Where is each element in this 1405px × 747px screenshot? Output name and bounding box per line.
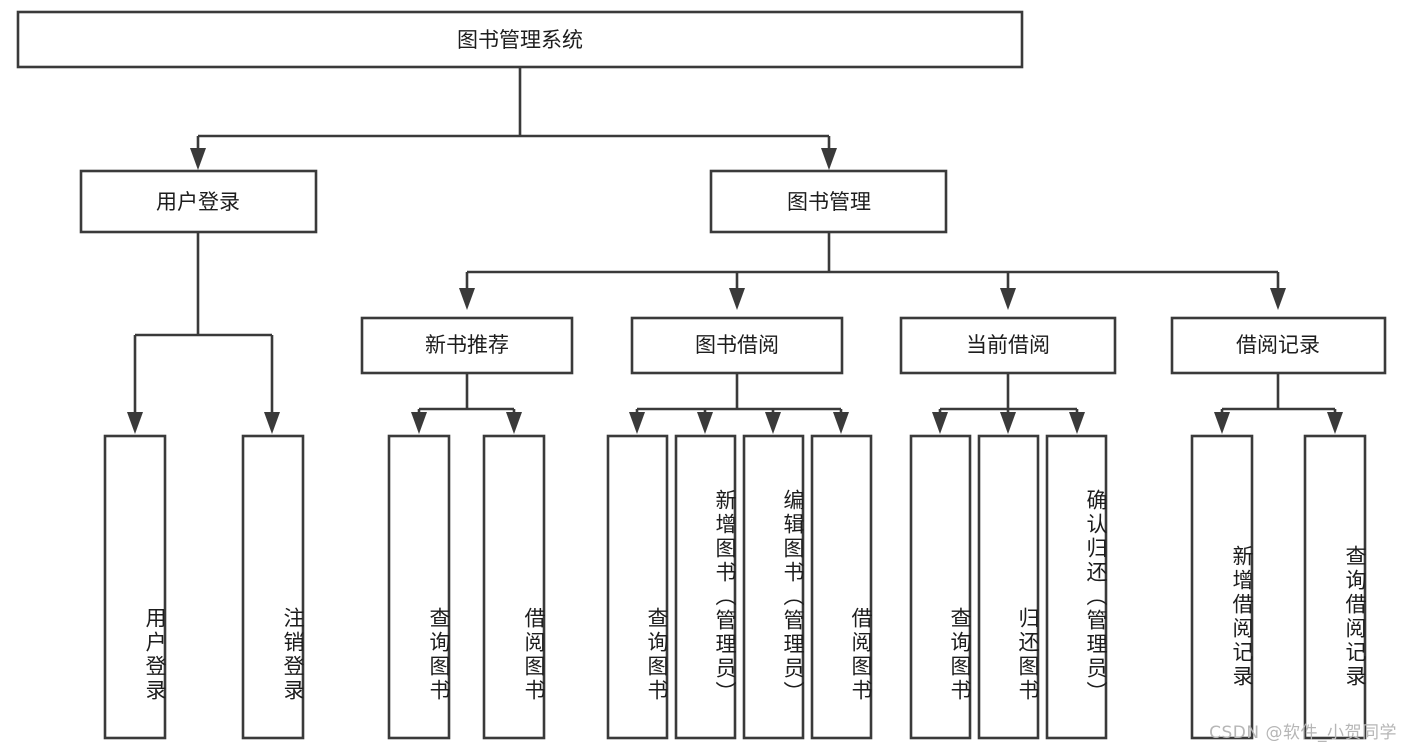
node-user-login[interactable]: 用户登录 bbox=[79, 169, 318, 234]
arrow-icon-leaf-user-login-2 bbox=[264, 412, 280, 434]
arrow-icon-leaf-current-borrow-3 bbox=[1069, 412, 1085, 434]
arrow-icon-to-book-mgmt bbox=[821, 148, 837, 170]
arrow-icon-to-current-borrow bbox=[1000, 288, 1016, 310]
node-book-borrow-label: 图书借阅 bbox=[695, 333, 779, 357]
arrow-icon-leaf-current-borrow-2 bbox=[1000, 412, 1016, 434]
node-current-borrow-label: 当前借阅 bbox=[966, 333, 1050, 357]
arrow-icon-leaf-book-borrow-2 bbox=[697, 412, 713, 434]
arrow-icon-to-borrow-record bbox=[1270, 288, 1286, 310]
node-root[interactable]: 图书管理系统 bbox=[16, 10, 1024, 69]
leaf-box-user-login-2[interactable] bbox=[241, 434, 305, 740]
arrow-icon-leaf-book-borrow-4 bbox=[833, 412, 849, 434]
connector-layer bbox=[127, 67, 1343, 434]
arrow-icon-to-new-book bbox=[459, 288, 475, 310]
arrow-icon-leaf-borrow-record-2 bbox=[1327, 412, 1343, 434]
node-book-borrow-box[interactable] bbox=[630, 316, 844, 375]
node-book-management-label: 图书管理 bbox=[787, 190, 871, 214]
arrow-icon-leaf-new-book-1 bbox=[411, 412, 427, 434]
node-user-login-label: 用户登录 bbox=[156, 190, 240, 214]
node-book-borrow[interactable]: 图书借阅 bbox=[630, 316, 844, 375]
arrow-icon-to-book-borrow bbox=[729, 288, 745, 310]
leaf-box-borrow-record-2[interactable] bbox=[1303, 434, 1367, 740]
leaf-box-book-borrow-2[interactable] bbox=[674, 434, 737, 740]
arrow-icon-leaf-user-login-1 bbox=[127, 412, 143, 434]
leaf-box-book-borrow-3[interactable] bbox=[742, 434, 805, 740]
node-root-label: 图书管理系统 bbox=[457, 28, 583, 52]
leaf-box-book-borrow-4[interactable] bbox=[810, 434, 873, 740]
node-current-borrow-box[interactable] bbox=[899, 316, 1117, 375]
node-book-management[interactable]: 图书管理 bbox=[709, 169, 948, 234]
node-borrow-record-box[interactable] bbox=[1170, 316, 1387, 375]
watermark-text: CSDN @软件_小贺同学 bbox=[1209, 723, 1397, 743]
leaf-box-current-borrow-1[interactable] bbox=[909, 434, 972, 740]
arrow-icon-leaf-current-borrow-1 bbox=[932, 412, 948, 434]
node-new-book-recommend[interactable]: 新书推荐 bbox=[360, 316, 574, 375]
arrow-icon-leaf-book-borrow-3 bbox=[765, 412, 781, 434]
leaf-box-new-book-2[interactable] bbox=[482, 434, 546, 740]
leaf-box-user-login-1[interactable] bbox=[103, 434, 167, 740]
arrow-icon-to-user-login bbox=[190, 148, 206, 170]
leaf-box-current-borrow-3[interactable] bbox=[1045, 434, 1108, 740]
node-current-borrow[interactable]: 当前借阅 bbox=[899, 316, 1117, 375]
arrow-icon-leaf-book-borrow-1 bbox=[629, 412, 645, 434]
leaf-box-book-borrow-1[interactable] bbox=[606, 434, 669, 740]
node-borrow-record[interactable]: 借阅记录 bbox=[1170, 316, 1387, 375]
node-book-management-box[interactable] bbox=[709, 169, 948, 234]
node-new-book-recommend-label: 新书推荐 bbox=[425, 333, 509, 357]
node-user-login-box[interactable] bbox=[79, 169, 318, 234]
leaf-box-new-book-1[interactable] bbox=[387, 434, 451, 740]
node-root-box[interactable] bbox=[16, 10, 1024, 69]
arrow-icon-leaf-borrow-record-1 bbox=[1214, 412, 1230, 434]
leaf-box-current-borrow-2[interactable] bbox=[977, 434, 1040, 740]
node-borrow-record-label: 借阅记录 bbox=[1236, 333, 1320, 357]
arrow-icon-leaf-new-book-2 bbox=[506, 412, 522, 434]
node-new-book-recommend-box[interactable] bbox=[360, 316, 574, 375]
leaf-box-borrow-record-1[interactable] bbox=[1190, 434, 1254, 740]
